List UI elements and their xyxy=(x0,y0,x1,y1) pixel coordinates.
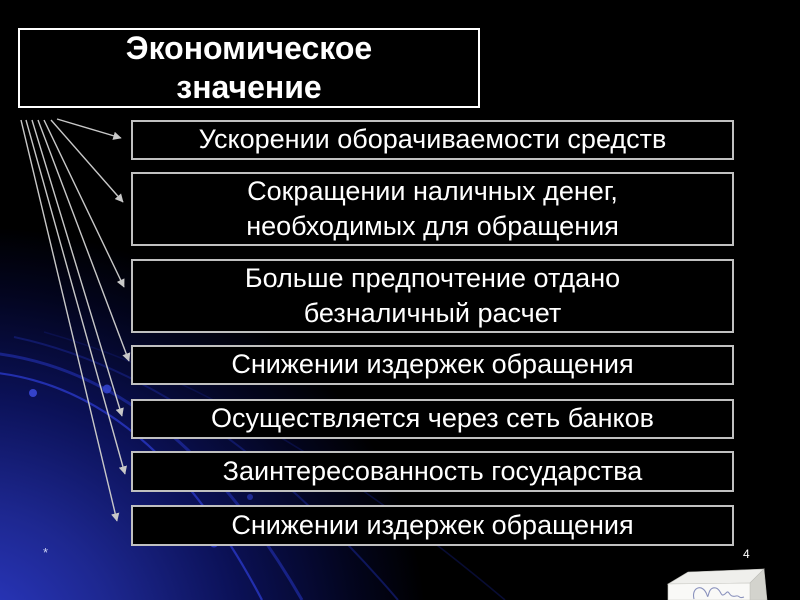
cube-scribble xyxy=(692,587,745,600)
box-text: Заинтересованность государства xyxy=(222,455,643,486)
content-box-6: Заинтересованность государства xyxy=(131,451,734,492)
box-text: Снижении издержек обращения xyxy=(231,349,634,380)
content-box-1: Ускорении оборачиваемости средств xyxy=(131,120,734,160)
content-box-3: Больше предпочтение отдано безналичный р… xyxy=(131,259,734,333)
arrow-to-box-5 xyxy=(31,119,124,417)
arrow-to-box-1 xyxy=(56,118,122,140)
arrow-to-box-3 xyxy=(43,119,125,288)
content-box-7: Снижении издержек обращения xyxy=(131,505,734,546)
content-box-5: Осуществляется через сеть банков xyxy=(131,399,734,439)
content-box-4: Снижении издержек обращения xyxy=(131,345,734,385)
arrow-to-box-4 xyxy=(37,119,131,362)
box-text: Осуществляется через сеть банков xyxy=(211,403,654,434)
cube-top-face xyxy=(666,568,765,585)
glow-dot xyxy=(247,494,253,500)
box-text: Сокращении наличных денег, необходимых д… xyxy=(246,175,619,241)
arrow-to-box-2 xyxy=(50,119,124,203)
box-text: Больше предпочтение отдано безналичный р… xyxy=(244,262,621,328)
glow-dot xyxy=(29,389,37,397)
title-box: Экономическое значение xyxy=(18,28,480,108)
page-number: 4 xyxy=(743,547,750,561)
arrow-to-box-7 xyxy=(20,119,120,522)
glow-dot xyxy=(102,384,112,394)
slide-title: Экономическое значение xyxy=(125,29,373,105)
box-text: Ускорении оборачиваемости средств xyxy=(198,124,667,155)
footnote-marker: * xyxy=(43,545,49,560)
arrow-to-box-6 xyxy=(25,119,127,475)
content-box-2: Сокращении наличных денег, необходимых д… xyxy=(131,172,734,246)
box-text: Снижении издержек обращения xyxy=(231,509,634,540)
3d-box-icon xyxy=(666,568,768,600)
